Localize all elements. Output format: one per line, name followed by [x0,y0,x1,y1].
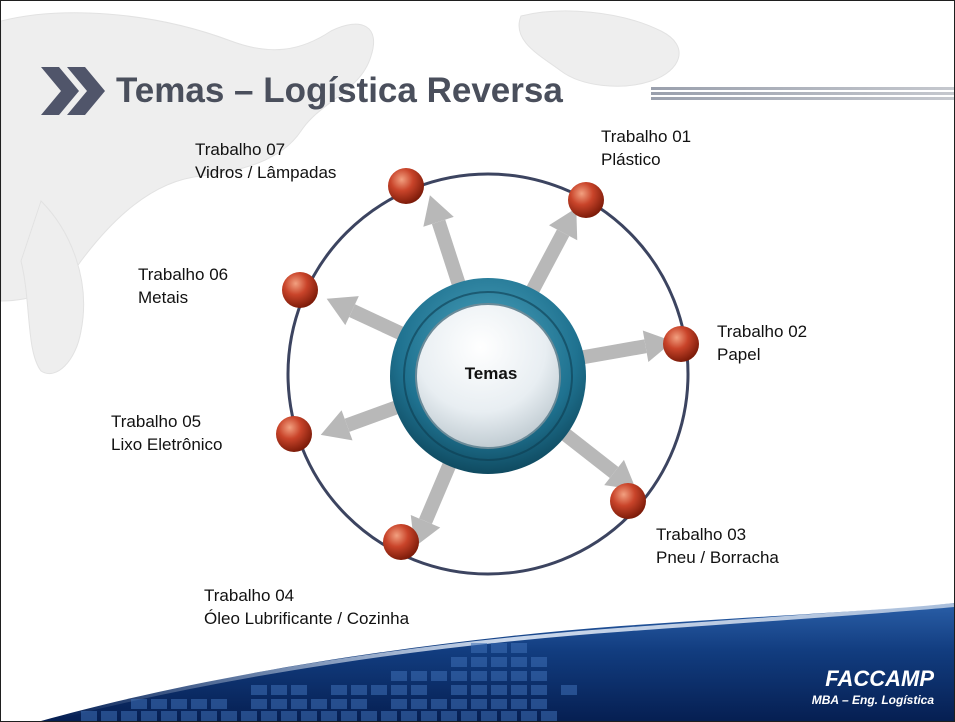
node-label-03-topic: Pneu / Borracha [656,548,779,567]
arrow-to-node-02 [575,330,674,366]
node-02 [663,326,699,362]
node-label-07-topic: Vidros / Lâmpadas [195,163,337,182]
arrow-to-node-01 [524,208,578,298]
arrow-to-node-06 [326,296,410,343]
node-label-05: Trabalho 05 Lixo Eletrônico [111,410,223,456]
hub-label: Temas [464,364,518,383]
node-label-04: Trabalho 04 Óleo Lubrificante / Cozinha [204,584,409,630]
hub-inner [415,303,561,449]
footer-grid-pattern [81,643,577,721]
node-03 [610,483,646,519]
title-underline-bar [651,87,954,100]
node-label-06: Trabalho 06 Metais [138,263,228,309]
node-06 [282,272,318,308]
slide-title: Temas – Logística Reversa [116,71,563,110]
node-label-04-topic: Óleo Lubrificante / Cozinha [204,609,410,628]
node-label-02: Trabalho 02 Papel [717,320,807,366]
arrow-to-node-03 [554,423,637,490]
double-chevron-icon [41,67,105,115]
node-label-02-title: Trabalho 02 [717,322,808,341]
faccamp-branding: FACCAMP MBA – Eng. Logística [812,667,934,709]
node-label-01-topic: Plástico [601,150,661,169]
node-05 [276,416,312,452]
brand-subtitle: MBA – Eng. Logística [811,693,934,707]
arrow-to-node-07 [423,195,467,291]
footer-band [41,603,954,721]
brand-name: FACCAMP [825,666,934,691]
node-label-02-topic: Papel [717,345,761,364]
node-label-05-title: Trabalho 05 [111,412,202,431]
node-label-01-title: Trabalho 01 [601,127,692,146]
arrow-to-node-05 [320,398,406,441]
node-07 [388,168,424,204]
node-01 [568,182,604,218]
node-label-05-topic: Lixo Eletrônico [111,435,223,454]
orbit-ring [286,172,690,576]
node-label-06-title: Trabalho 06 [138,265,229,284]
node-label-07: Trabalho 07 Vidros / Lâmpadas [195,138,336,184]
node-label-07-title: Trabalho 07 [195,140,286,159]
node-04 [383,524,419,560]
node-label-06-topic: Metais [138,288,189,307]
node-label-03: Trabalho 03 Pneu / Borracha [656,523,779,569]
title-bar: Temas – Logística Reversa [41,61,954,141]
node-label-01: Trabalho 01 Plástico [601,125,691,171]
node-label-04-title: Trabalho 04 [204,586,295,605]
node-label-03-title: Trabalho 03 [656,525,747,544]
